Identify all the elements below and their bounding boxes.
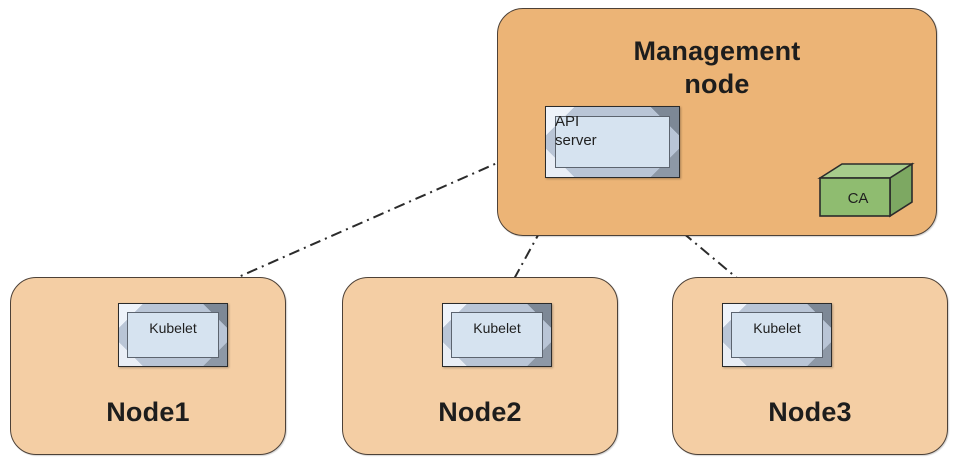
kubelet-box-node3[interactable]: Kubelet: [722, 303, 832, 367]
management-node-label-line1: Management: [633, 36, 801, 66]
kubelet-label-node1: Kubelet: [149, 320, 197, 336]
worker-node-3-label: Node3: [768, 397, 852, 427]
worker-node-2-label: Node2: [438, 397, 522, 427]
kubelet-face: [127, 312, 219, 358]
management-node-label: Management node: [498, 35, 936, 101]
ca-box[interactable]: CA: [817, 162, 915, 222]
ca-label: CA: [847, 190, 869, 207]
kubelet-label-node3: Kubelet: [753, 320, 801, 336]
api-server-label-line2: server: [555, 132, 597, 149]
kubelet-face: [731, 312, 823, 358]
worker-node-1-label: Node1: [106, 397, 190, 427]
kubelet-box-node1[interactable]: Kubelet: [118, 303, 228, 367]
kubelet-box-node2[interactable]: Kubelet: [442, 303, 552, 367]
api-server-label-line1: API: [555, 113, 580, 130]
connector-node1-apiserver: [167, 144, 539, 313]
management-node-label-line2: node: [684, 69, 750, 99]
api-server-label: API server: [555, 112, 675, 150]
ca-cuboid-icon: [817, 162, 915, 218]
kubelet-label-node2: Kubelet: [473, 320, 521, 336]
kubelet-face: [451, 312, 543, 358]
api-server-face: [555, 116, 670, 168]
api-server-box[interactable]: API server: [545, 106, 680, 178]
